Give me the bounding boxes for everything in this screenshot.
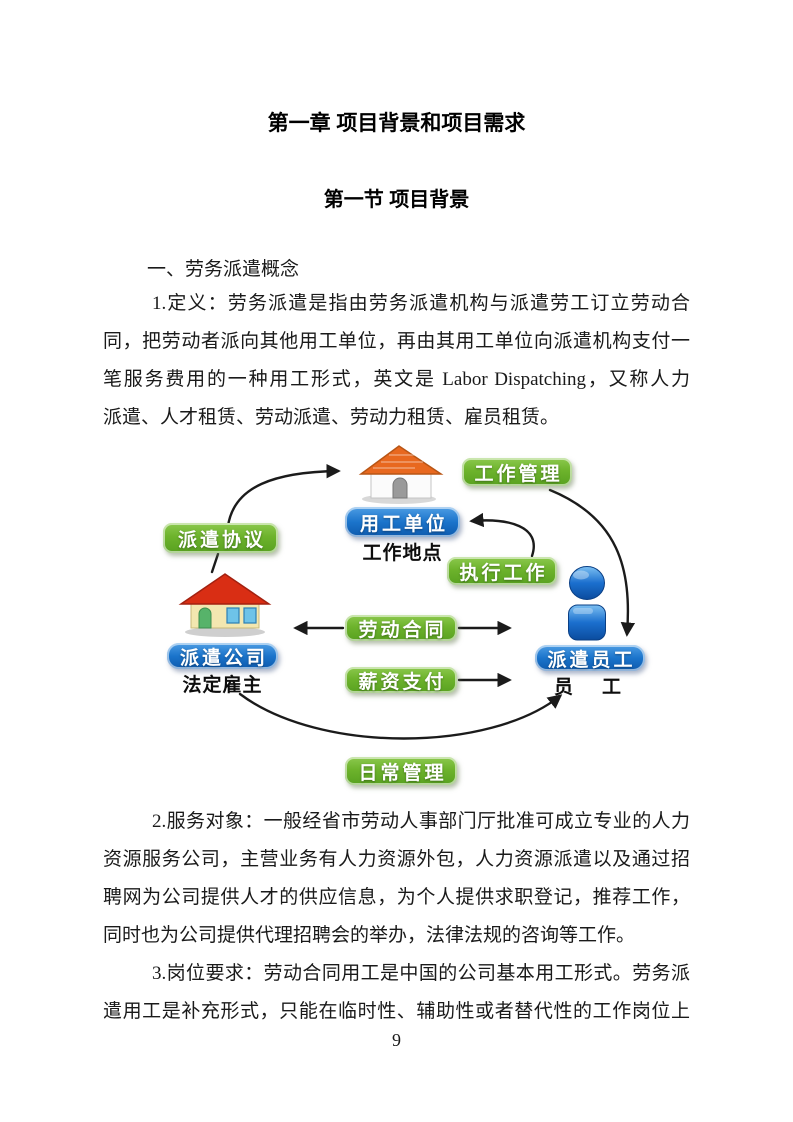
body-line: 同，把劳动者派向其他用工单位，再由其用工单位向派遣机构支付一	[103, 331, 690, 352]
pill-execute-work: 执行工作	[447, 557, 557, 585]
pill-labor-contract: 劳动合同	[345, 615, 457, 641]
label-work-location: 工作地点	[362, 543, 443, 564]
section-heading: 第一节 项目背景	[323, 189, 470, 211]
chapter-heading: 第一章 项目背景和项目需求	[267, 112, 526, 135]
body-line: 笔服务费用的一种用工形式，英文是 Labor Dispatching，又称人力	[103, 369, 690, 390]
body-line-intro: 一、劳务派遣概念	[147, 259, 300, 280]
pill-dispatch-company: 派遣公司	[167, 643, 278, 669]
employee-person-icon	[568, 566, 606, 641]
arrow-execute-work-to-employing-unit	[469, 512, 535, 558]
arrow-dispatch-agreement-to-workplace	[226, 463, 341, 528]
body-line: 遣用工是补充形式，只能在临时性、辅助性或者替代性的工作岗位上	[103, 1001, 690, 1022]
page-number: 9	[392, 1030, 401, 1050]
pill-dispatch-agreement: 派遣协议	[163, 523, 278, 553]
pill-daily-management: 日常管理	[345, 757, 457, 785]
label-employee: 员 工	[553, 677, 626, 698]
pill-dispatched-employee: 派遣员工	[535, 645, 645, 671]
label-legal-employer: 法定雇主	[182, 675, 263, 696]
pill-salary-payment: 薪资支付	[345, 667, 457, 693]
pill-employing-unit: 用工单位	[345, 507, 460, 537]
body-line: 3.岗位要求：劳动合同用工是中国的公司基本用工形式。劳务派	[152, 963, 690, 984]
body-line: 派遣、人才租赁、劳动派遣、劳动力租赁、雇员租赁。	[103, 407, 560, 428]
body-line: 资源服务公司，主营业务有人力资源外包，人力资源派遣以及通过招	[103, 849, 690, 870]
labor-dispatch-diagram: 工作管理 派遣协议 用工单位 工作地点 执行工作 劳动合同 派遣公司 法定雇主 …	[160, 438, 660, 790]
body-line: 同时也为公司提供代理招聘会的举办，法律法规的咨询等工作。	[103, 925, 636, 946]
arrow-work-management-to-employee	[548, 488, 636, 637]
body-line: 聘网为公司提供人才的供应信息，为个人提供求职登记，推荐工作，	[103, 887, 690, 908]
diagram-arrows	[210, 463, 636, 740]
pill-work-management: 工作管理	[462, 458, 572, 486]
arrow-daily-management-curve	[238, 692, 563, 740]
body-line: 2.服务对象：一般经省市劳动人事部门厅批准可成立专业的人力	[152, 811, 690, 832]
workplace-house-icon	[358, 445, 444, 504]
body-line: 1.定义：劳务派遣是指由劳务派遣机构与派遣劳工订立劳动合	[152, 293, 690, 314]
line-dispatch-agreement-to-company	[210, 552, 220, 574]
dispatch-company-house-icon	[178, 573, 272, 637]
